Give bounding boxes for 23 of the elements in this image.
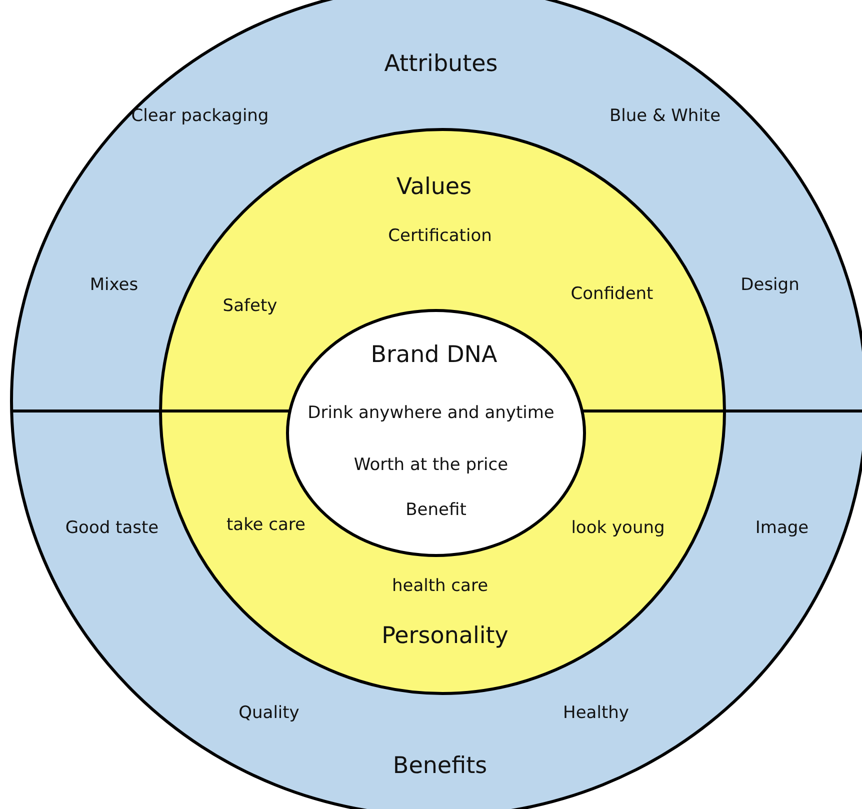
ring-label: Safety <box>222 296 278 316</box>
ring-label: Benefit <box>406 500 466 520</box>
ring-label: Design <box>740 275 800 295</box>
ring-heading: Personality <box>382 623 508 649</box>
ring-label: look young <box>571 518 665 538</box>
ring-heading: Brand DNA <box>370 342 498 368</box>
ring-heading: Attributes <box>384 51 498 77</box>
ring-label: Drink anywhere and anytime <box>308 403 554 423</box>
ring-label: Blue & White <box>609 106 721 126</box>
ring-label: Certification <box>388 226 492 246</box>
ring-label: Good taste <box>65 518 159 538</box>
ring-label: take care <box>226 515 306 535</box>
ring-label: Image <box>755 518 809 538</box>
ring-heading: Benefits <box>392 753 488 779</box>
outer-ring <box>10 0 862 809</box>
ring-label: Quality <box>238 703 300 723</box>
ring-heading: Values <box>396 174 472 200</box>
ring-label: health care <box>392 576 488 596</box>
ring-label: Confident <box>570 284 654 304</box>
ring-label: Mixes <box>90 275 138 295</box>
ring-label: Worth at the price <box>354 455 508 475</box>
ring-label: Healthy <box>563 703 629 723</box>
ring-label: Clear packaging <box>131 106 269 126</box>
